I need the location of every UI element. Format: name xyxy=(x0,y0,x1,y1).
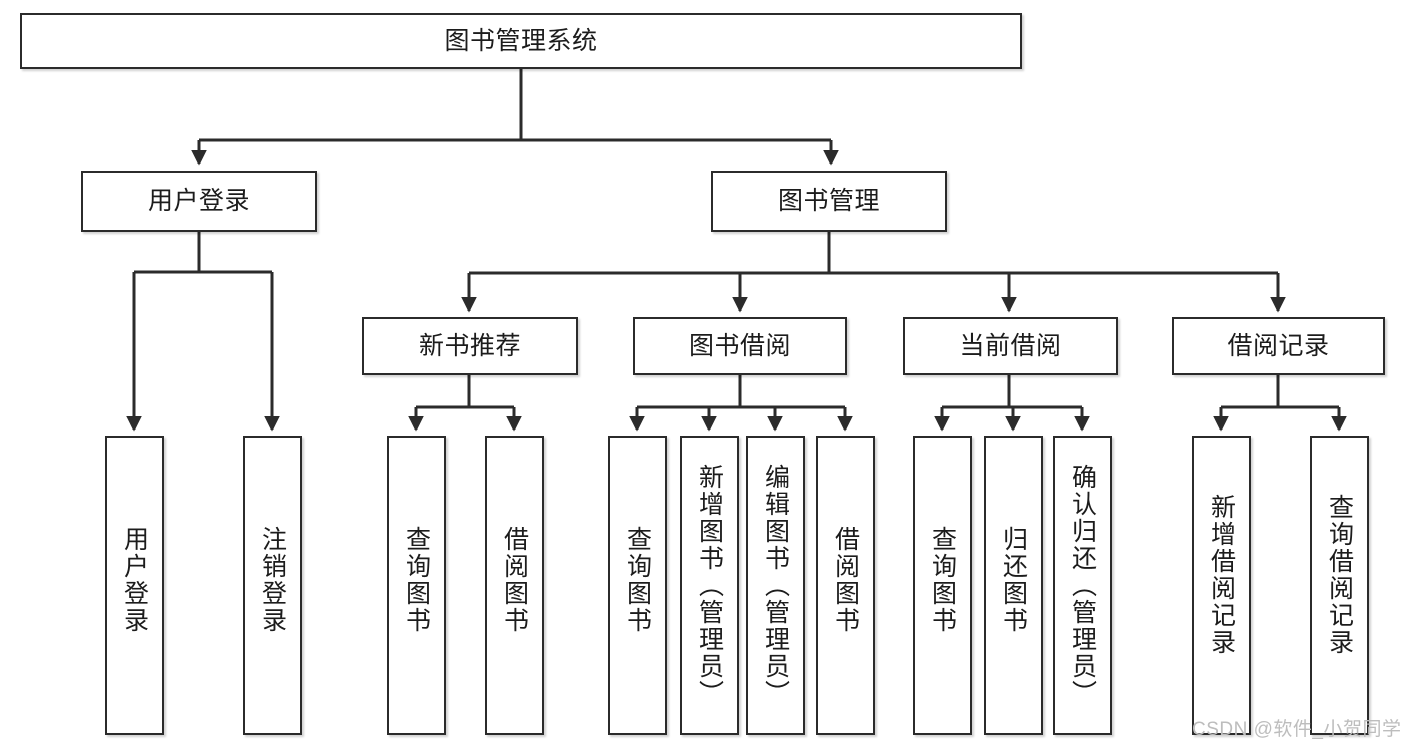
node-leaf-query-book-1[interactable]: 查询图书 xyxy=(387,436,446,735)
node-leaf-confirm-return-admin[interactable]: 确认归还（管理员） xyxy=(1053,436,1112,735)
node-leaf-borrow-book-2[interactable]: 借阅图书 xyxy=(816,436,875,735)
node-root-system[interactable]: 图书管理系统 xyxy=(20,13,1022,69)
node-leaf-edit-book-admin[interactable]: 编辑图书（管理员） xyxy=(746,436,805,735)
node-label: 查询图书 xyxy=(928,526,957,634)
node-label: 图书管理 xyxy=(777,187,880,216)
node-label: 当前借阅 xyxy=(959,331,1062,360)
node-new-book-recommend[interactable]: 新书推荐 xyxy=(362,317,578,375)
node-label: 用户登录 xyxy=(120,526,149,634)
node-label: 查询图书 xyxy=(402,526,431,634)
node-label: 新增借阅记录 xyxy=(1207,494,1236,656)
node-current-borrow[interactable]: 当前借阅 xyxy=(903,317,1118,375)
node-borrow-record[interactable]: 借阅记录 xyxy=(1172,317,1385,375)
node-leaf-return-book[interactable]: 归还图书 xyxy=(984,436,1043,735)
node-label: 借阅图书 xyxy=(831,526,860,634)
node-label: 新书推荐 xyxy=(418,331,521,360)
node-user-login[interactable]: 用户登录 xyxy=(81,171,317,232)
node-leaf-add-borrow-record[interactable]: 新增借阅记录 xyxy=(1192,436,1251,735)
csdn-watermark: CSDN @软件_小贺同学 xyxy=(1192,719,1402,740)
node-label: 编辑图书（管理员） xyxy=(761,464,790,707)
node-leaf-query-borrow-record[interactable]: 查询借阅记录 xyxy=(1310,436,1369,735)
node-label: 新增图书（管理员） xyxy=(695,464,724,707)
node-label: 图书管理系统 xyxy=(444,26,598,55)
node-leaf-user-login[interactable]: 用户登录 xyxy=(105,436,164,735)
node-label: 确认归还（管理员） xyxy=(1068,464,1097,707)
node-leaf-add-book-admin[interactable]: 新增图书（管理员） xyxy=(680,436,739,735)
node-leaf-query-book-3[interactable]: 查询图书 xyxy=(913,436,972,735)
node-label: 借阅图书 xyxy=(500,526,529,634)
node-label: 图书借阅 xyxy=(688,331,791,360)
node-leaf-query-book-2[interactable]: 查询图书 xyxy=(608,436,667,735)
node-label: 归还图书 xyxy=(999,526,1028,634)
node-label: 注销登录 xyxy=(258,526,287,634)
node-label: 借阅记录 xyxy=(1227,331,1330,360)
node-label: 查询借阅记录 xyxy=(1325,494,1354,656)
node-book-borrow[interactable]: 图书借阅 xyxy=(633,317,847,375)
node-label: 用户登录 xyxy=(147,187,250,216)
node-leaf-user-logout[interactable]: 注销登录 xyxy=(243,436,302,735)
node-book-manage[interactable]: 图书管理 xyxy=(711,171,947,232)
node-label: 查询图书 xyxy=(623,526,652,634)
node-leaf-borrow-book-1[interactable]: 借阅图书 xyxy=(485,436,544,735)
